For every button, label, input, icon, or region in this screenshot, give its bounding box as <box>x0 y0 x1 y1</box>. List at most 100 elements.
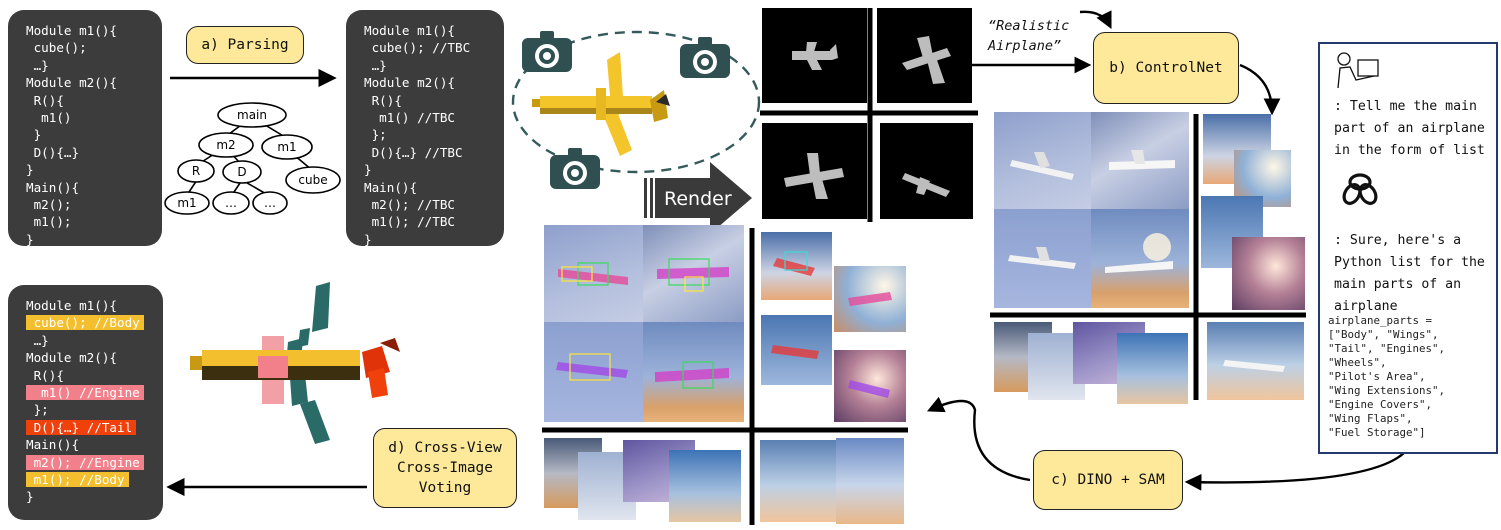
code-line: Module m1(){ <box>26 298 117 313</box>
tree-text-m1-leaf: m1 <box>177 196 196 210</box>
render-label: Render <box>664 188 732 210</box>
detection-image-1 <box>544 225 643 322</box>
code-line: }; <box>364 127 387 143</box>
controlnet-label: b) ControlNet <box>1093 32 1239 104</box>
camera-icon <box>680 37 730 78</box>
code-line: D(){…} //TBC <box>364 144 463 160</box>
images-to-dino-arrow <box>926 396 1031 482</box>
generated-image-3 <box>994 209 1091 308</box>
code-block-original: Module m1(){ cube(); …} Module m2(){ R(){… <box>8 10 162 247</box>
code-line: } <box>364 231 372 247</box>
detection-image-6 <box>834 266 906 332</box>
airplane-3d-segmented <box>190 282 400 444</box>
code-line: R(){ <box>26 367 64 383</box>
code-line: } <box>364 162 372 178</box>
code-line: Main(){ <box>26 437 80 453</box>
render-tile-2 <box>877 8 972 103</box>
code-line: } <box>26 489 34 505</box>
generated-image-12 <box>1117 333 1188 404</box>
tree-node-m2 <box>198 132 254 158</box>
tree-text-m1: m1 <box>277 140 296 154</box>
generated-image-1 <box>994 112 1091 209</box>
render-arrow <box>644 162 752 234</box>
render-tile-3 <box>762 123 867 219</box>
detection-image-2 <box>643 225 744 322</box>
tree-text-cube: cube <box>298 173 327 187</box>
camera-icon <box>550 148 600 189</box>
code-line: Module m2(){ <box>364 75 455 91</box>
controlnet-to-images-arrow <box>1239 63 1281 116</box>
code-line: m2(); //TBC <box>364 196 455 212</box>
detection-image-3 <box>544 322 643 422</box>
tree-node-m1-leaf <box>164 191 210 215</box>
tree-text-dots-2: … <box>264 196 276 210</box>
code-block-annotated-tbc: Module m1(){ cube(); //TBC …} Module m2()… <box>346 10 504 247</box>
generated-image-2 <box>1091 112 1189 209</box>
code-line: }; <box>26 402 49 418</box>
code-line: m1(); //TBC <box>364 214 455 230</box>
code-line: m1(); //Body <box>26 471 163 488</box>
generated-image-13 <box>1207 322 1304 400</box>
tree-node-d <box>222 160 262 184</box>
code-line: Module m1(){ <box>26 23 117 38</box>
generated-image-4 <box>1091 209 1189 308</box>
code-line: m1(); <box>26 214 72 230</box>
chat-question: : Tell me the main part of an airplane i… <box>1334 99 1485 158</box>
code-line: } <box>26 162 34 178</box>
code-line: …} <box>364 57 387 73</box>
code-line: cube(); //Body <box>26 314 163 331</box>
chat-code: airplane_parts = ["Body", "Wings", "Tail… <box>1328 314 1446 439</box>
code-line: R(){ <box>364 92 402 108</box>
camera-orbit <box>511 30 761 174</box>
render-tile-4 <box>880 123 973 219</box>
code-line: cube(); <box>26 40 87 56</box>
code-line: …} <box>26 57 49 73</box>
chat-answer: : Sure, here's a Python list for the mai… <box>1334 233 1485 314</box>
detection-image-7 <box>761 315 832 385</box>
detection-image-12 <box>669 450 741 522</box>
tree-node-cube <box>285 166 341 194</box>
generated-image-8 <box>1232 237 1305 310</box>
code-line: Main(){ <box>364 179 418 195</box>
code-line: Module m2(){ <box>26 350 117 366</box>
tree-text-d: D <box>237 165 246 179</box>
tree-node-dots-1 <box>212 191 250 215</box>
prompt-text-line2: Airplane” <box>987 38 1061 54</box>
code-line: Module m1(){ <box>364 23 455 38</box>
code-line: …} <box>26 332 49 348</box>
render-tile-1 <box>762 8 867 103</box>
code-line: cube(); //TBC <box>364 40 471 56</box>
code-line: m1() <box>26 109 72 125</box>
tree-text-dots-1: … <box>225 196 237 210</box>
tree-node-m1 <box>261 134 313 160</box>
code-line: R(){ <box>26 92 64 108</box>
parsing-label: a) Parsing <box>186 26 304 64</box>
parse-tree <box>164 102 341 215</box>
code-line: m1() //TBC <box>364 109 455 125</box>
tree-text-main: main <box>237 108 267 122</box>
openai-logo-icon <box>1342 173 1378 205</box>
airplane-3d-small <box>532 52 670 156</box>
detection-image-14 <box>836 438 904 524</box>
code-line: Main(){ <box>26 179 80 195</box>
code-line: m2(); <box>26 196 72 212</box>
code-line: Module m2(){ <box>26 75 117 91</box>
user-icon <box>1337 52 1379 89</box>
code-line: } <box>26 231 34 247</box>
detection-image-4 <box>643 322 744 422</box>
code-line: } <box>26 127 42 143</box>
chat-to-dino-arrow <box>1184 451 1406 491</box>
tree-text-r: R <box>192 164 200 178</box>
code-line: D(){…} //Tail <box>26 419 163 436</box>
tree-node-r <box>177 159 215 183</box>
code-line: m2(); //Engine <box>26 454 163 471</box>
detection-image-5 <box>761 232 832 300</box>
chat-panel: : Tell me the main part of an airplane i… <box>1318 42 1498 454</box>
prompt-text-line1: “Realistic <box>988 18 1069 34</box>
code-line: m1() //Engine <box>26 384 163 401</box>
code-line: D(){…} <box>26 144 80 160</box>
voting-label: d) Cross-View Cross-Image Voting <box>373 428 517 508</box>
prompt-arrow <box>1079 10 1112 30</box>
dino-sam-label: c) DINO + SAM <box>1033 450 1183 510</box>
